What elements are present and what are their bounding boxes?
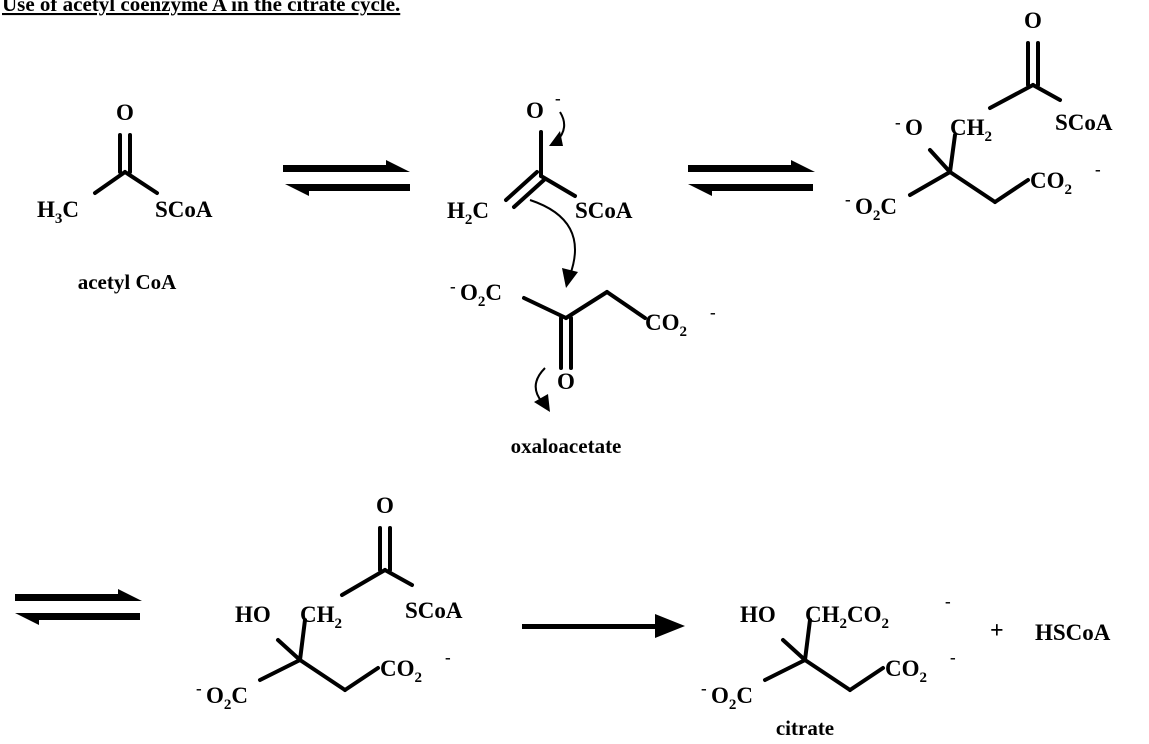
group-ch2: CH2 — [950, 115, 992, 145]
bond-center-ch2-lower — [298, 658, 347, 692]
group-hydroxyl: HO — [740, 602, 776, 627]
bond-ch2-carboxyl — [343, 666, 380, 692]
atom-ketone-oxygen: O — [557, 369, 575, 394]
charge-minus: - — [555, 89, 561, 108]
bond-carbonyl-scoa — [1031, 83, 1062, 102]
equilibrium-arrow-3 — [15, 589, 142, 625]
atom-oxygen: O — [1024, 8, 1042, 33]
group-ch2co2: CH2CO2 — [805, 602, 889, 632]
atom-methylene: H2C — [447, 198, 489, 228]
group-hydroxyl: HO — [235, 602, 271, 627]
enolate-structure: O - H2C SCoA — [447, 89, 633, 288]
bond-c-scoa — [539, 174, 577, 198]
double-bond-enolate-2 — [512, 177, 547, 209]
bond-ch2-carbonyl — [340, 568, 387, 597]
citryl-coa-structure: O HO CH2 SCoA CO2 - - O2C — [196, 493, 463, 713]
acetyl-coa-structure: O H3C SCoA acetyl CoA — [37, 100, 213, 294]
group-carboxylate-right: CO2 — [645, 310, 687, 340]
bond-center-ch2-lower — [803, 658, 852, 692]
bond-carbonyl-scoa — [383, 568, 414, 587]
curved-arrow-head — [534, 394, 550, 412]
bond-methyl-carbonyl — [93, 170, 127, 195]
bond-center-ch2 — [803, 618, 812, 662]
bond-ch2-carboxyl — [993, 178, 1030, 204]
bond-center-ch2 — [948, 133, 957, 174]
bond-carboxyl-center — [258, 658, 302, 682]
group-scoa: SCoA — [1055, 110, 1113, 135]
group-scoa: SCoA — [405, 598, 463, 623]
compound-name-citrate: citrate — [776, 716, 834, 740]
citrate-structure: HO CH2CO2 - CO2 - - O2C citrate — [701, 592, 956, 740]
atom-alkoxide-oxygen: O — [905, 115, 923, 140]
bond-ch2-carboxyl — [605, 290, 647, 320]
bond-center-oh — [781, 638, 807, 662]
equilibrium-arrow-2 — [688, 160, 815, 196]
group-carboxylate-left: O2C — [711, 683, 753, 713]
group-scoa: SCoA — [155, 197, 213, 222]
bond-center-oh — [276, 638, 302, 662]
group-carboxylate-left: O2C — [460, 280, 502, 310]
bond-carboxyl-center — [763, 658, 807, 682]
charge-minus: - — [445, 648, 451, 667]
group-carboxylate-right: CO2 — [1030, 168, 1072, 198]
group-carboxylate-right: CO2 — [885, 656, 927, 686]
charge-minus: - — [895, 113, 901, 132]
charge-minus: - — [701, 679, 707, 698]
charge-minus: - — [450, 277, 456, 296]
bond-center-ch2 — [298, 618, 307, 662]
charge-minus: - — [710, 303, 716, 322]
group-ch2: CH2 — [300, 602, 342, 632]
charge-minus: - — [845, 190, 851, 209]
plus-sign: + — [990, 618, 1004, 644]
group-scoa: SCoA — [575, 198, 633, 223]
atom-oxygen-anion: O — [526, 98, 544, 123]
bond-carboxyl-center — [908, 170, 952, 197]
compound-name-oxaloacetate: oxaloacetate — [511, 434, 622, 458]
charge-minus: - — [1095, 160, 1101, 179]
double-bond-enolate-1 — [504, 170, 539, 202]
equilibrium-arrow-1 — [283, 160, 410, 196]
group-carboxylate-right: CO2 — [380, 656, 422, 686]
bond-carboxyl-carbonyl — [522, 296, 568, 320]
page-title: Use of acetyl coenzyme A in the citrate … — [2, 0, 400, 16]
charge-minus: - — [945, 592, 951, 611]
bond-ch2-carbonyl — [988, 83, 1035, 110]
charge-minus: - — [950, 648, 956, 667]
bond-center-ch2-lower — [948, 170, 997, 204]
atom-oxygen: O — [376, 493, 394, 518]
bond-ch2-carboxyl — [848, 666, 885, 692]
oxaloacetate-structure: - O2C CO2 - O oxaloacetate — [450, 277, 716, 458]
bond-carbonyl-ch2 — [564, 290, 609, 320]
atom-oxygen: O — [116, 100, 134, 125]
curved-arrow-head — [549, 131, 563, 146]
charge-minus: - — [196, 679, 202, 698]
group-carboxylate-left: O2C — [206, 683, 248, 713]
curved-arrow-c-to-carbonyl — [529, 199, 576, 276]
group-carboxylate-left: O2C — [855, 194, 897, 224]
curved-arrow-head — [562, 268, 578, 288]
compound-name-acetyl-coa: acetyl CoA — [78, 270, 177, 294]
bond-carbonyl-scoa — [123, 170, 159, 195]
alkoxide-intermediate-structure: O - O CH2 SCoA CO2 - - O2C — [845, 8, 1113, 224]
bond-center-oxygen — [928, 148, 952, 174]
reaction-arrow — [522, 614, 685, 638]
atom-methyl: H3C — [37, 197, 79, 227]
product-hscoa: HSCoA — [1035, 620, 1111, 645]
